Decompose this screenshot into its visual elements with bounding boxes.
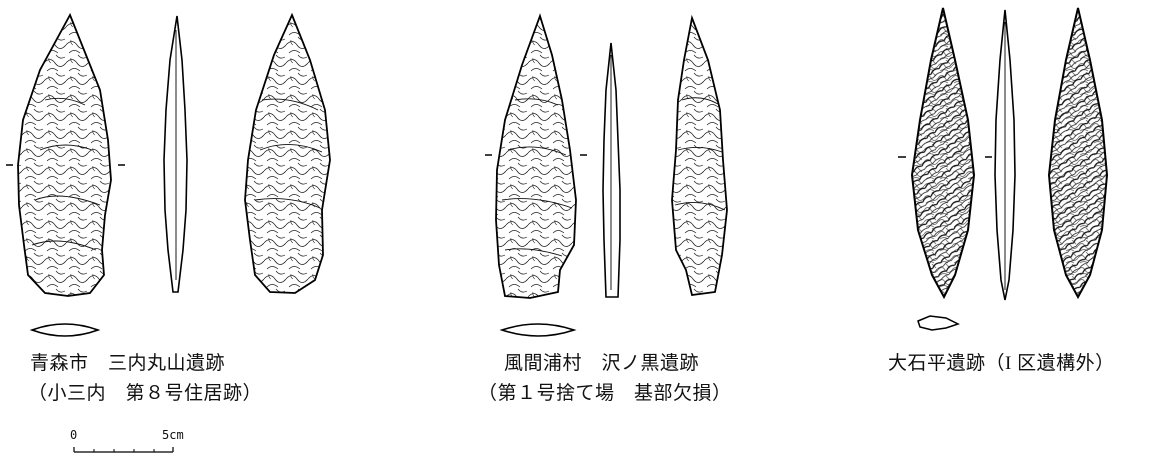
caption-sannai-line2: （小三内 第８号住居跡） bbox=[28, 383, 263, 404]
point-face-front bbox=[495, 13, 577, 299]
caption-sawanokuro-line1: 風間浦村 沢ノ黒遺跡 bbox=[504, 353, 700, 374]
caption-oishitai: 大石平遺跡（I 区遺構外） bbox=[888, 353, 1115, 374]
artifact-oishitai bbox=[898, 7, 1109, 331]
artifact-sawanokuro bbox=[485, 13, 728, 337]
caption-sannai-line1: 青森市 三内丸山遺跡 bbox=[30, 353, 226, 374]
point-face-front bbox=[17, 12, 112, 297]
point-face-back bbox=[244, 12, 331, 294]
scale-end-label: 5cm bbox=[162, 428, 184, 442]
point-cross-section bbox=[29, 323, 101, 337]
point-face-profile bbox=[163, 15, 188, 293]
point-face-front bbox=[910, 7, 976, 300]
scale-bar bbox=[73, 447, 174, 453]
caption-sawanokuro-line2: （第１号捨て場 基部欠損） bbox=[478, 383, 732, 404]
artifact-sannai-maruyama bbox=[6, 12, 331, 337]
point-face-profile bbox=[994, 9, 1016, 301]
scale-start-label: 0 bbox=[70, 428, 78, 442]
point-face-back bbox=[1047, 7, 1109, 300]
point-cross-section bbox=[917, 315, 960, 331]
point-face-profile bbox=[602, 42, 621, 298]
point-face-back bbox=[671, 14, 728, 296]
point-cross-section bbox=[499, 323, 577, 337]
